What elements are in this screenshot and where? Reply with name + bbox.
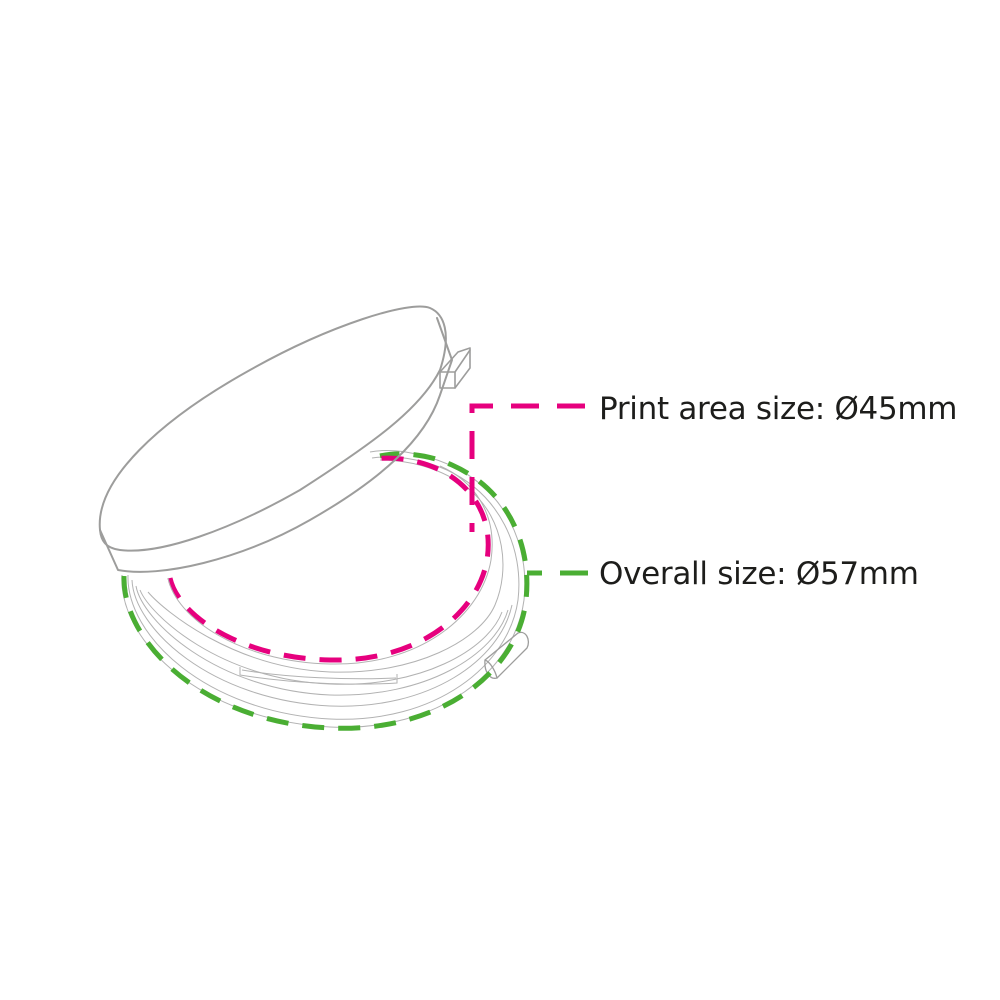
print-area-outline [167,455,491,663]
overall-size-label: Overall size: Ø57mm [599,556,919,592]
print-area-label: Print area size: Ø45mm [599,391,958,427]
print-area-leader [469,403,585,532]
mirror-lid [98,305,471,573]
overall-size-outline [121,451,530,731]
